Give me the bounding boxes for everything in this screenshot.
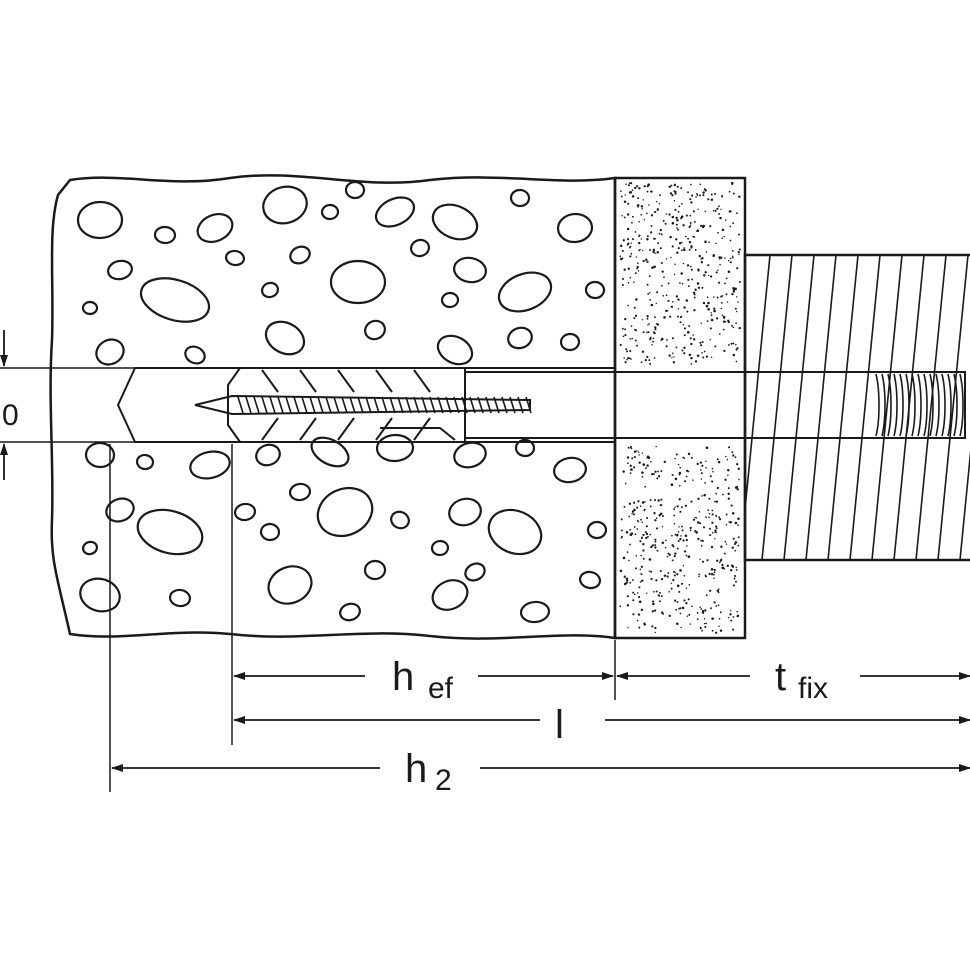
concrete-base	[49, 174, 617, 640]
anchor-plug	[227, 367, 466, 443]
l-dimension: l	[233, 703, 970, 747]
hef-label: h	[392, 655, 414, 699]
tfix-label: t	[775, 655, 786, 699]
fixture-wood	[743, 253, 970, 562]
hef-subscript: ef	[428, 672, 454, 705]
h2-dimension: h 2	[111, 747, 970, 797]
wood-grain	[745, 255, 970, 560]
h2-subscript: 2	[435, 764, 452, 797]
tfix-subscript: fix	[798, 672, 828, 705]
h2-label: h	[405, 747, 427, 791]
insulation-layer	[613, 176, 747, 640]
d0-label: 0	[2, 399, 19, 432]
tfix-dimension: t fix	[616, 655, 970, 705]
d0-dimension: 0	[0, 330, 135, 480]
extension-lines	[109, 444, 616, 792]
hef-dimension: h ef	[233, 655, 614, 705]
insulation-texture	[619, 181, 741, 634]
l-label: l	[555, 703, 564, 747]
anchor-screw	[194, 371, 966, 439]
drill-hole	[116, 367, 616, 443]
concrete-aggregate	[76, 180, 608, 624]
